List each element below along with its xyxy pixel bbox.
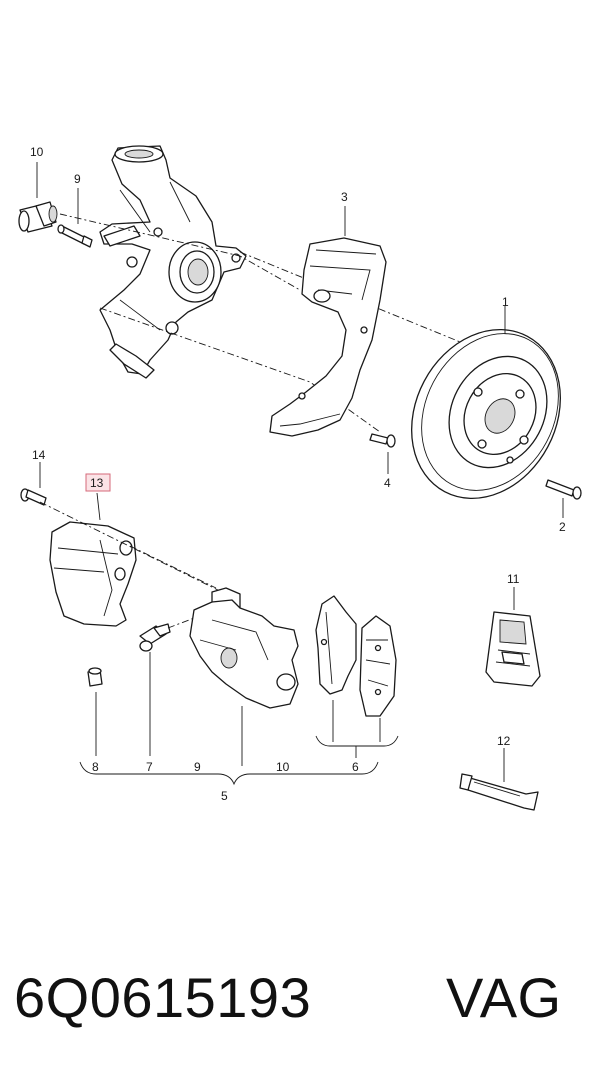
callout-12: 12 bbox=[497, 734, 511, 748]
steering-knuckle bbox=[99, 145, 247, 379]
part-11-label bbox=[485, 611, 541, 687]
part-1-brake-disc bbox=[411, 328, 561, 500]
part-4-shield-screw bbox=[369, 433, 396, 448]
part-9-guide-pin bbox=[57, 224, 93, 248]
callout-6: 6 bbox=[352, 760, 359, 774]
callout-13-highlight bbox=[85, 473, 111, 492]
callout-10: 10 bbox=[30, 145, 44, 159]
callout-8: 8 bbox=[92, 760, 99, 774]
callout-4: 4 bbox=[384, 476, 391, 490]
callout-3: 3 bbox=[341, 190, 348, 204]
part-6-brake-pads bbox=[315, 595, 397, 717]
part-7-bleed-screw bbox=[139, 623, 171, 652]
callout-7: 7 bbox=[146, 760, 153, 774]
brand-name: VAG bbox=[446, 966, 562, 1029]
callout-9: 9 bbox=[74, 172, 81, 186]
part-2-disc-screw bbox=[545, 479, 582, 500]
callout-9-bottom: 9 bbox=[194, 760, 201, 774]
callout-13: 13 bbox=[90, 476, 104, 490]
callout-11: 11 bbox=[507, 572, 520, 586]
part-12-grease-tube bbox=[459, 773, 539, 811]
callout-10-bottom: 10 bbox=[276, 760, 290, 774]
callout-2: 2 bbox=[559, 520, 566, 534]
part-10-guide-sleeve bbox=[18, 201, 58, 233]
callout-1: 1 bbox=[502, 295, 509, 309]
part-5-brake-caliper bbox=[189, 587, 299, 709]
callout-14: 14 bbox=[32, 448, 46, 462]
part-13-brake-carrier bbox=[49, 521, 137, 627]
part-number: 6Q0615193 bbox=[14, 966, 312, 1029]
part-8-cap bbox=[87, 667, 103, 687]
part-14-bolt bbox=[20, 488, 47, 506]
callout-5: 5 bbox=[221, 789, 228, 803]
part-3-splash-shield bbox=[269, 237, 387, 437]
